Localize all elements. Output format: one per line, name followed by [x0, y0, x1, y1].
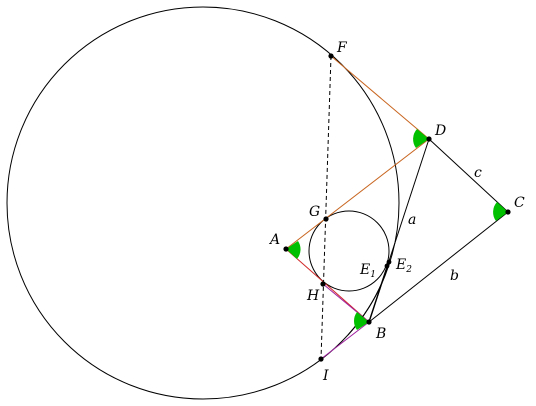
segment-B-C [368, 211, 509, 323]
angle-marker-B [354, 312, 369, 330]
label-H: H [306, 288, 320, 304]
label-I: I [322, 368, 329, 384]
side-label-a: a [408, 212, 416, 228]
label-E1: E1 [359, 262, 376, 280]
label-D: D [434, 123, 446, 139]
segment-A-D [285, 138, 430, 250]
segment-A-B [285, 248, 370, 323]
label-E2: E2 [395, 257, 412, 275]
side-label-c: c [474, 165, 482, 181]
point-B [366, 319, 372, 325]
label-B: B [375, 326, 386, 342]
point-C [505, 209, 511, 215]
point-I [318, 356, 324, 362]
label-A: A [268, 232, 280, 248]
point-D [426, 136, 432, 142]
label-C: C [514, 195, 525, 211]
side-label-b: b [450, 268, 459, 284]
angle-marker-A [286, 241, 301, 259]
angle-marker-C [493, 202, 508, 221]
segment-I-B [320, 321, 370, 360]
point-E2 [386, 259, 392, 265]
point-H [320, 281, 326, 287]
label-F: F [336, 40, 348, 56]
large-circle [6, 6, 400, 400]
small-circle [308, 210, 390, 292]
segment-D-C [428, 138, 509, 213]
arc-B-E [347, 261, 390, 336]
segment-F-D [330, 55, 430, 140]
point-E1 [384, 263, 390, 269]
point-G [323, 216, 329, 222]
dashed-line-F-I [320, 55, 332, 360]
label-G: G [309, 204, 320, 220]
segment-B-E [368, 263, 389, 323]
point-F [328, 53, 334, 59]
point-A [283, 246, 289, 252]
angle-marker-D [413, 129, 429, 148]
